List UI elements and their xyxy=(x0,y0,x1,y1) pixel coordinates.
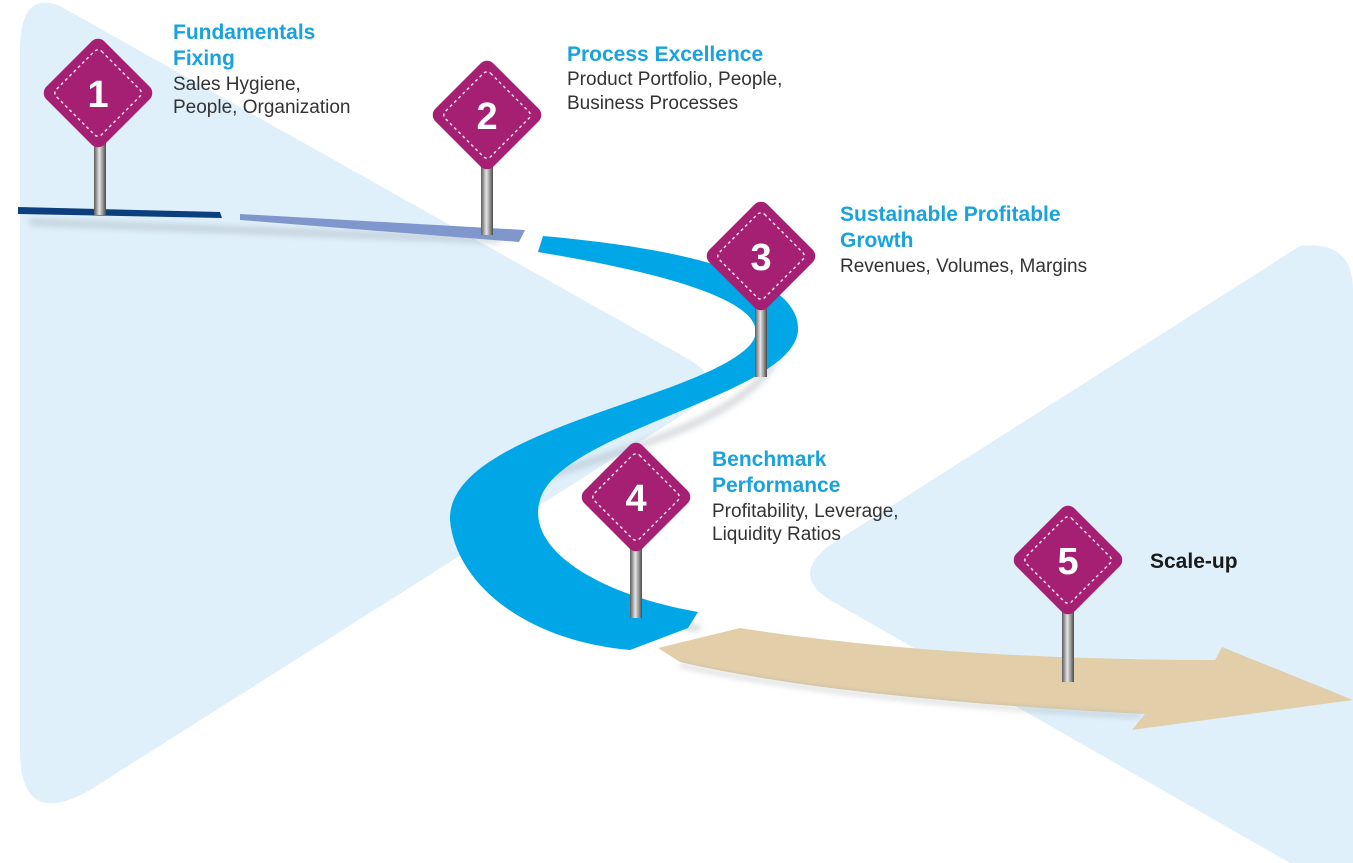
signpost-pole-1 xyxy=(94,140,106,215)
signpost-pole-2 xyxy=(481,160,493,235)
milestone-title-4-line2: Performance xyxy=(712,474,841,498)
milestone-number-4: 4 xyxy=(625,478,646,520)
milestone-number-5: 5 xyxy=(1057,541,1078,583)
signpost-pole-3 xyxy=(755,305,767,377)
milestone-desc-2-line1: Product Portfolio, People, xyxy=(567,69,783,91)
progress-arrow xyxy=(658,628,1353,730)
milestone-title-3-line1: Sustainable Profitable xyxy=(840,203,1061,226)
milestone-sign-3: 3 xyxy=(706,201,816,311)
milestone-title-5: Scale-up xyxy=(1150,550,1238,573)
milestone-desc-4-line1: Profitability, Leverage, xyxy=(712,500,899,522)
milestone-label-5: Scale-up xyxy=(1150,549,1238,575)
milestone-desc-1-line2: People, Organization xyxy=(173,97,351,119)
milestone-title-4-line1: Benchmark xyxy=(712,448,827,471)
milestone-title-1-line1: Fundamentals xyxy=(173,21,316,44)
milestone-desc-2-line2: Business Processes xyxy=(567,93,739,114)
road-segment-1 xyxy=(18,207,222,218)
milestone-desc-3: Revenues, Volumes, Margins xyxy=(840,255,1088,277)
milestone-title-1-line2: Fixing xyxy=(173,47,235,71)
road-segment-blue xyxy=(449,236,799,650)
milestone-desc-4-line2: Liquidity Ratios xyxy=(712,524,841,546)
signpost-pole-5 xyxy=(1062,610,1074,682)
progress-arrow-shadow xyxy=(679,663,1141,718)
milestone-label-1: Fundamentals Fixing Sales Hygiene, Peopl… xyxy=(173,20,350,120)
milestone-title-3-line2: Growth xyxy=(840,229,914,253)
milestone-sign-2: 2 xyxy=(432,60,542,170)
signpost-pole-4 xyxy=(630,548,642,618)
milestone-sign-1: 1 xyxy=(43,38,153,148)
milestone-sign-5: 5 xyxy=(1013,505,1123,615)
milestone-label-2: Process Excellence Product Portfolio, Pe… xyxy=(567,42,782,116)
milestone-number-1: 1 xyxy=(87,74,108,116)
background-panel-left xyxy=(20,2,710,804)
road-segment-2 xyxy=(240,214,525,242)
milestone-title-2: Process Excellence xyxy=(567,43,764,66)
milestone-sign-4: 4 xyxy=(581,442,691,552)
milestone-number-3: 3 xyxy=(750,237,771,279)
milestone-label-4: Benchmark Performance Profitability, Lev… xyxy=(712,447,899,547)
milestone-desc-1-line1: Sales Hygiene, xyxy=(173,73,301,95)
milestone-label-3: Sustainable Profitable Growth Revenues, … xyxy=(840,202,1087,278)
milestone-number-2: 2 xyxy=(476,96,497,138)
